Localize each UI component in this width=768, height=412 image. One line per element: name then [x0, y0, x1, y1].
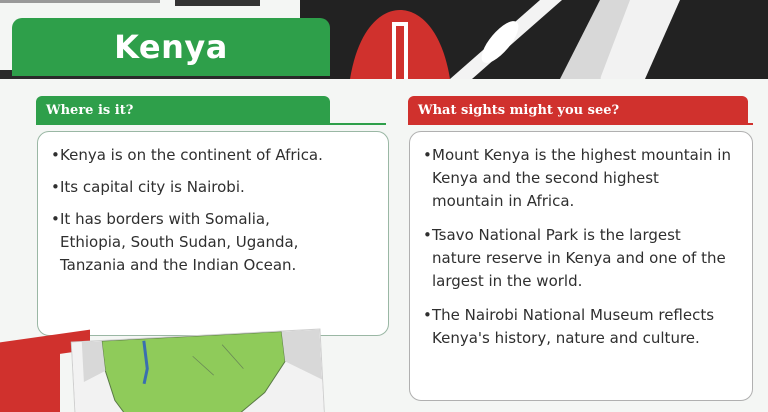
list-item: •Kenya is on the continent of Africa. [51, 144, 360, 167]
kenya-map-icon [71, 329, 325, 412]
page-title: Kenya [114, 28, 228, 66]
bullet-icon: • [51, 178, 60, 196]
bullet-icon: • [51, 146, 60, 164]
bullet-icon: • [423, 226, 432, 244]
list-item: •Mount Kenya is the highest mountain in … [423, 146, 731, 210]
section-heading-where: Where is it? [36, 96, 330, 124]
top-decoration-bar [175, 0, 260, 6]
kenya-map-image [71, 329, 325, 412]
list-item: •Tsavo National Park is the largest natu… [423, 226, 726, 290]
sights-bullet-list: •Mount Kenya is the highest mountain in … [423, 144, 740, 361]
list-item: •The Nairobi National Museum reflects Ke… [423, 306, 715, 347]
bullet-icon: • [423, 306, 432, 324]
list-item: •It has borders with Somalia, Ethiopia, … [51, 210, 299, 274]
red-corner-block [0, 352, 60, 412]
kenya-flag-shield-icon [350, 0, 680, 79]
top-decoration-line [0, 0, 160, 3]
section-divider-right [408, 123, 753, 125]
where-bullet-list: •Kenya is on the continent of Africa. •I… [51, 144, 360, 286]
section-divider-left [36, 123, 386, 125]
where-info-box [37, 131, 389, 336]
title-tab: Kenya [12, 18, 330, 76]
bullet-icon: • [423, 146, 432, 164]
bullet-icon: • [51, 210, 60, 228]
sights-info-box [409, 131, 753, 401]
section-heading-sights: What sights might you see? [408, 96, 748, 124]
list-item: •Its capital city is Nairobi. [51, 176, 360, 199]
